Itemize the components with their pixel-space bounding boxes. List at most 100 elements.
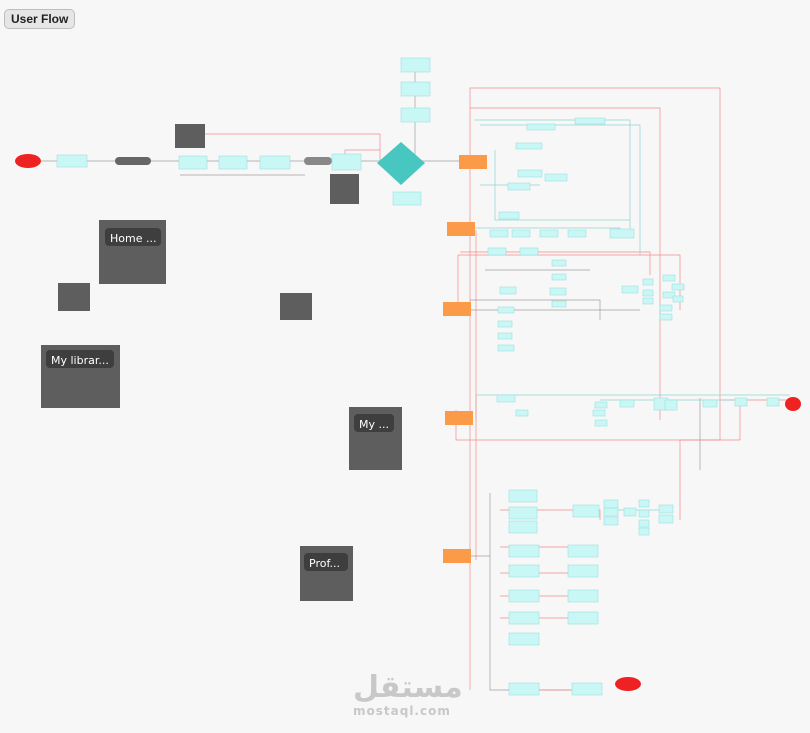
section-node-3 <box>443 302 471 316</box>
upper-step-1 <box>574 117 606 125</box>
bottom-step-14 <box>508 544 540 558</box>
lower-step-10 <box>766 397 780 407</box>
middle-step-12 <box>642 297 654 305</box>
bottom-step-24 <box>571 682 603 696</box>
middle-step-2 <box>499 286 517 295</box>
middle-step-4 <box>551 300 567 308</box>
flow-shapes <box>15 57 801 696</box>
bottom-step-13 <box>658 514 674 524</box>
bottom-step-22 <box>508 632 540 646</box>
flow-step <box>400 81 431 97</box>
upper-step-11 <box>609 228 635 239</box>
note-small-4 <box>280 293 312 320</box>
middle-step-1 <box>551 273 567 281</box>
bottom-step-18 <box>508 589 540 603</box>
flow-step <box>178 155 208 170</box>
note-small-3 <box>58 283 90 311</box>
bottom-step-12 <box>658 504 674 514</box>
bottom-step-6 <box>603 516 619 526</box>
middle-step-3 <box>549 287 567 296</box>
upper-step-9 <box>539 229 559 238</box>
frame-title: User Flow <box>4 9 76 29</box>
middle-step-0 <box>551 259 567 267</box>
middle-step-18 <box>659 313 673 321</box>
note-home[interactable]: Home ... <box>99 220 166 284</box>
bottom-step-1 <box>508 506 538 520</box>
upper-step-3 <box>517 169 543 178</box>
decision-diamond <box>377 142 425 185</box>
start-terminal <box>15 154 41 168</box>
note-my[interactable]: My ... <box>349 407 402 470</box>
bottom-step-19 <box>567 589 599 603</box>
note-profile[interactable]: Prof... <box>300 546 353 601</box>
lower-step-0 <box>496 394 516 403</box>
connector <box>457 254 681 310</box>
middle-step-11 <box>642 289 654 297</box>
lower-step-1 <box>515 409 529 417</box>
note-home-title: Home ... <box>110 232 156 245</box>
upper-step-13 <box>519 247 539 256</box>
middle-step-6 <box>497 320 513 328</box>
end-terminal-2 <box>615 677 641 691</box>
note-my-title: My ... <box>359 418 389 431</box>
lower-step-2 <box>594 401 608 409</box>
flow-step <box>400 107 431 123</box>
upper-step-10 <box>567 229 587 238</box>
lower-step-8 <box>702 399 718 408</box>
bottom-step-3 <box>572 504 600 518</box>
upper-step-7 <box>489 229 509 238</box>
middle-step-13 <box>662 274 676 282</box>
flow-step <box>400 57 431 73</box>
middle-step-7 <box>497 332 513 340</box>
upper-step-5 <box>544 173 568 182</box>
flow-step <box>218 155 248 170</box>
connector <box>455 400 721 441</box>
middle-step-16 <box>672 295 684 303</box>
lower-step-5 <box>619 399 635 408</box>
bottom-step-5 <box>603 507 619 517</box>
middle-step-15 <box>662 291 676 299</box>
section-node-5 <box>443 549 471 563</box>
watermark-arabic: مستقل <box>353 670 463 705</box>
lower-step-7 <box>664 399 678 411</box>
bottom-step-8 <box>638 499 650 508</box>
note-library[interactable]: My librar... <box>41 345 120 408</box>
note-small-2 <box>330 174 359 204</box>
note-small-1 <box>175 124 205 148</box>
upper-step-2 <box>515 142 543 150</box>
bottom-step-17 <box>567 564 599 578</box>
bottom-step-7 <box>623 507 637 517</box>
bottom-step-23 <box>508 682 540 696</box>
bottom-step-4 <box>603 499 619 509</box>
middle-step-10 <box>642 278 654 286</box>
pill-step <box>115 157 151 165</box>
bottom-step-16 <box>508 564 540 578</box>
middle-step-5 <box>497 306 515 314</box>
upper-step-12 <box>487 247 507 256</box>
upper-step-8 <box>511 229 531 238</box>
section-node-1 <box>459 155 487 169</box>
pill-step <box>304 157 332 165</box>
watermark-latin: mostaql.com <box>353 704 451 718</box>
bottom-step-2 <box>508 520 538 534</box>
connector <box>205 133 381 161</box>
lower-step-4 <box>594 419 608 427</box>
upper-step-0 <box>526 123 556 131</box>
upper-step-4 <box>507 182 531 191</box>
connector <box>459 87 790 401</box>
start-step <box>56 154 88 168</box>
sticky-notes: Home ... My librar... My ... Prof... <box>41 124 402 601</box>
connector <box>455 227 621 233</box>
login-step <box>331 153 362 171</box>
note-profile-title: Prof... <box>309 557 340 570</box>
note-library-title: My librar... <box>51 354 109 367</box>
lower-step-9 <box>734 397 748 407</box>
lower-step-3 <box>592 409 606 417</box>
flow-step <box>259 155 291 170</box>
decision-result <box>392 191 422 206</box>
connector <box>494 150 630 221</box>
bottom-step-11 <box>638 527 650 536</box>
middle-step-14 <box>671 283 685 291</box>
middle-step-17 <box>659 304 673 312</box>
